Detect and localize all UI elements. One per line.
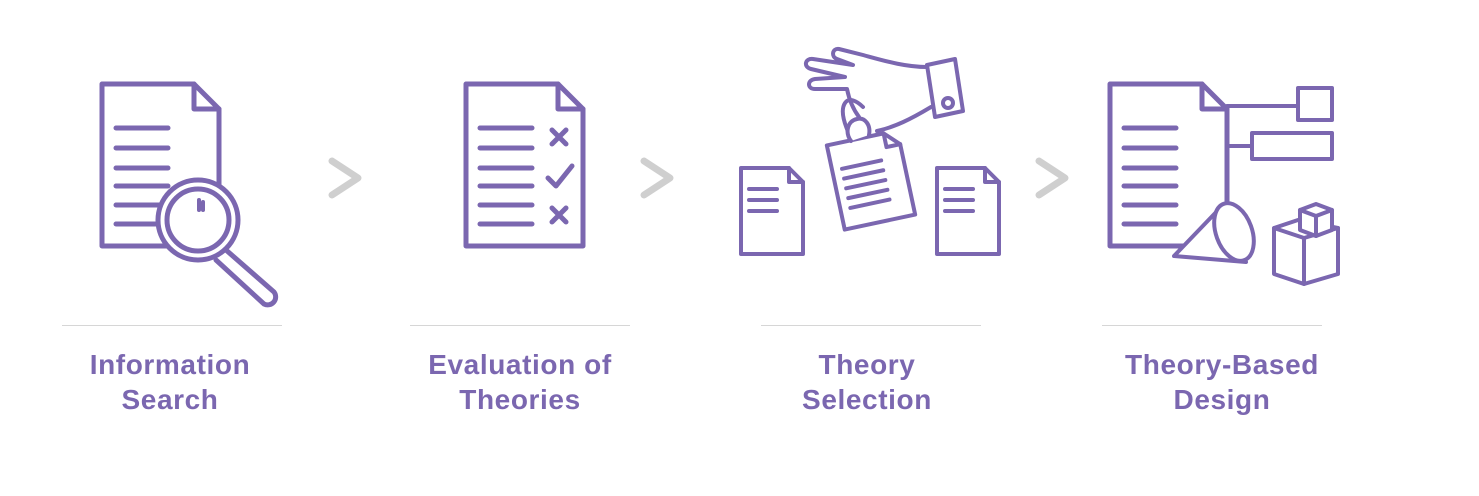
step-label-theory-selection: Theory Selection bbox=[747, 347, 987, 417]
step-label-information-search: Information Search bbox=[50, 347, 290, 417]
hand-selecting-document-icon bbox=[739, 46, 1001, 256]
document-diagram-shapes-icon bbox=[1107, 81, 1340, 286]
step-label-line: Selection bbox=[802, 384, 932, 415]
document-checklist-icon bbox=[463, 81, 586, 249]
document-magnifier-icon bbox=[99, 81, 279, 308]
step-divider bbox=[761, 325, 981, 326]
chevron-right-icon bbox=[326, 156, 366, 205]
step-divider bbox=[410, 325, 630, 326]
step-label-line: Theory bbox=[818, 349, 916, 380]
step-label-line: Information bbox=[89, 349, 251, 380]
step-label-line: Theories bbox=[459, 384, 581, 415]
step-label-theory-based-design: Theory-Based Design bbox=[1092, 347, 1352, 417]
step-label-line: Search bbox=[121, 384, 219, 415]
step-divider bbox=[62, 325, 282, 326]
step-label-line: Design bbox=[1173, 384, 1271, 415]
step-label-line: Theory-Based bbox=[1125, 349, 1319, 380]
step-label-line: Evaluation of bbox=[428, 349, 612, 380]
chevron-right-icon bbox=[638, 156, 678, 205]
step-label-evaluation-of-theories: Evaluation of Theories bbox=[398, 347, 642, 417]
chevron-right-icon bbox=[1033, 156, 1073, 205]
step-divider bbox=[1102, 325, 1322, 326]
